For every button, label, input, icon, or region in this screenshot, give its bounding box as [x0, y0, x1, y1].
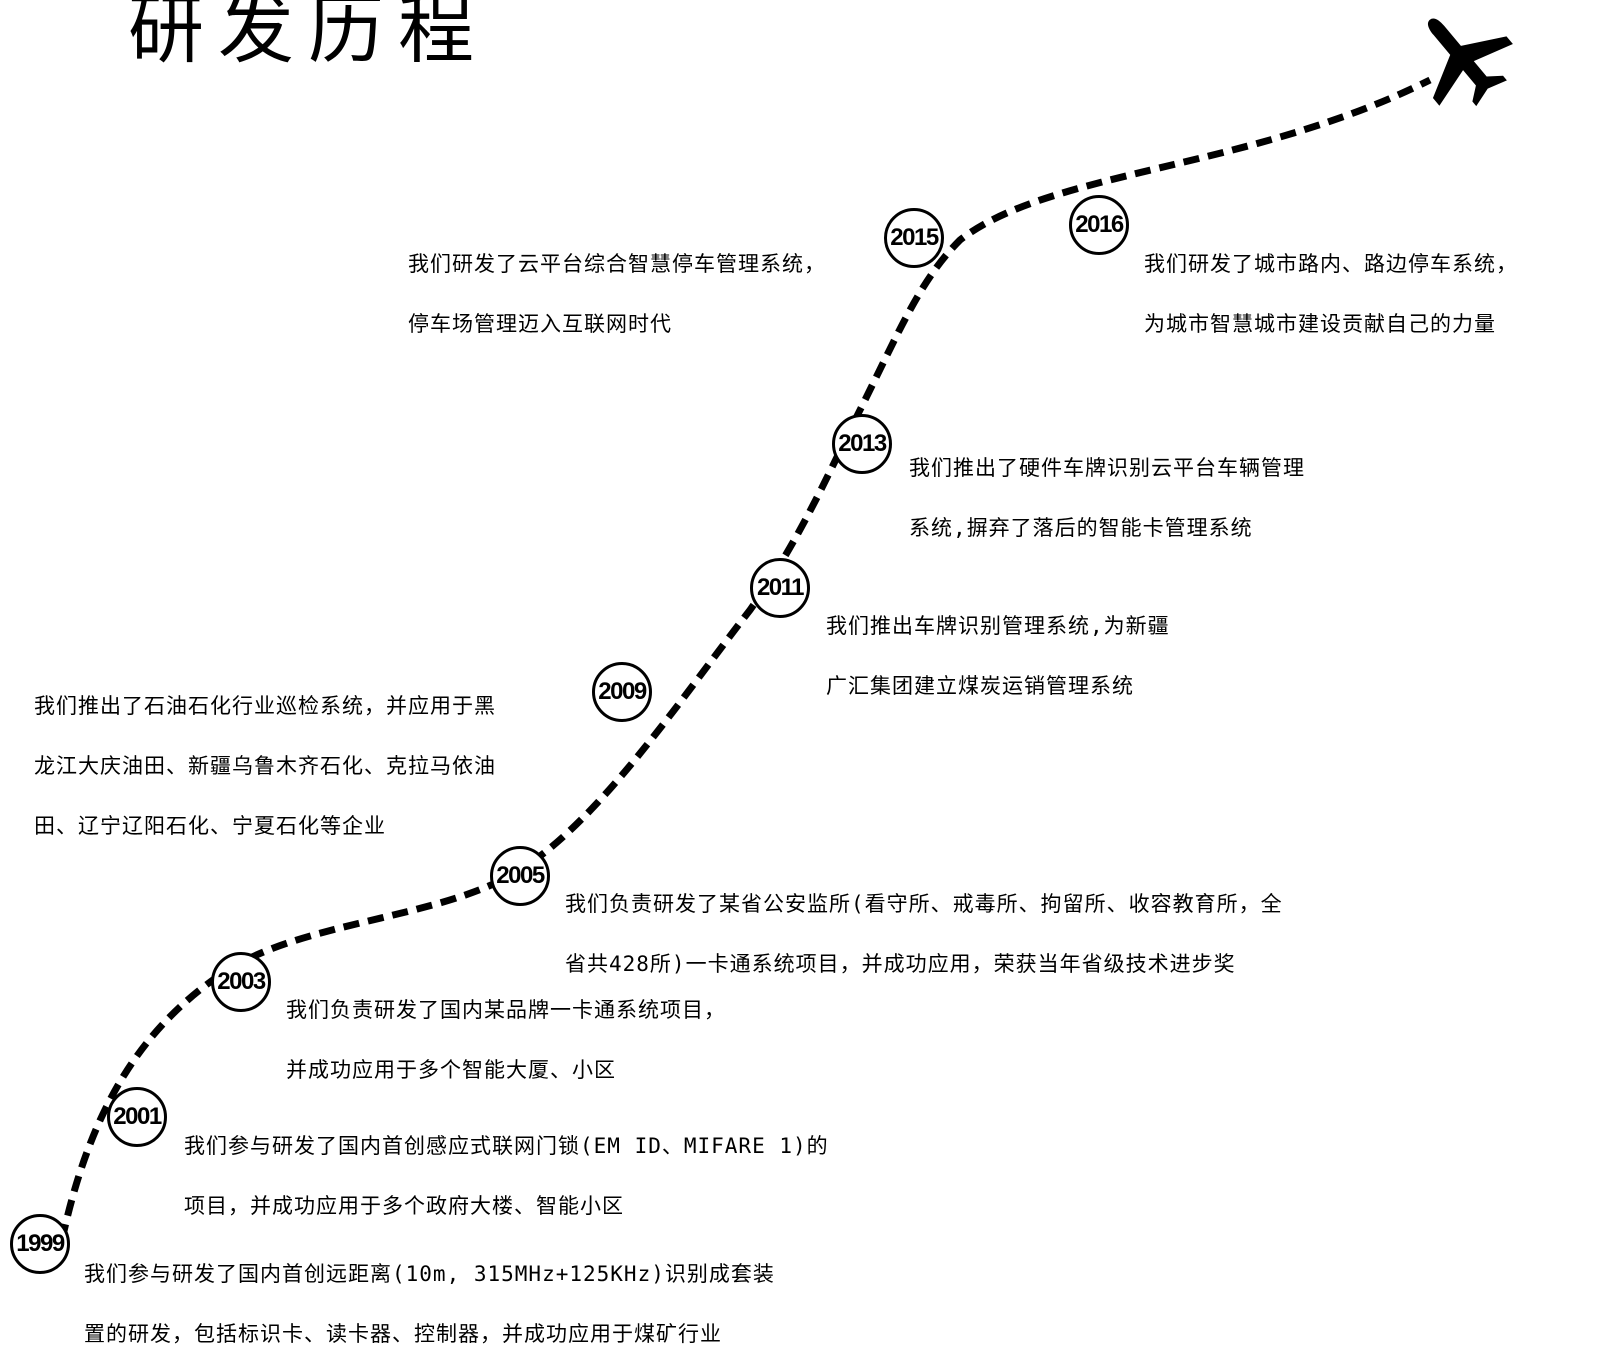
milestone-line: 我们参与研发了国内首创远距离(10m, 315MHz+125KHz)识别成套装 [84, 1262, 775, 1286]
year-badge-2001: 2001 [107, 1087, 167, 1147]
milestone-text-2009: 我们推出了石油石化行业巡检系统，并应用于黑 龙江大庆油田、新疆乌鲁木齐石化、克拉… [34, 656, 496, 856]
milestone-text-2011: 我们推出车牌识别管理系统,为新疆 广汇集团建立煤炭运销管理系统 [826, 576, 1170, 716]
milestone-line: 我们参与研发了国内首创感应式联网门锁(EM ID、MIFARE 1)的 [184, 1134, 829, 1158]
airplane-icon [1427, 18, 1513, 107]
milestone-line: 并成功应用于多个智能大厦、小区 [286, 1058, 616, 1082]
milestone-text-2013: 我们推出了硬件车牌识别云平台车辆管理 系统,摒弃了落后的智能卡管理系统 [909, 418, 1305, 558]
dashed-flight-path [58, 76, 1432, 1241]
milestone-line: 省共428所)一卡通系统项目，并成功应用，荣获当年省级技术进步奖 [565, 952, 1236, 976]
milestone-text-2005: 我们负责研发了某省公安监所(看守所、戒毒所、拘留所、收容教育所，全 省共428所… [565, 854, 1283, 994]
milestone-line: 龙江大庆油田、新疆乌鲁木齐石化、克拉马依油 [34, 754, 496, 778]
milestone-line: 我们研发了城市路内、路边停车系统， [1144, 252, 1518, 276]
milestone-line: 我们研发了云平台综合智慧停车管理系统， [408, 252, 826, 276]
year-badge-1999: 1999 [10, 1214, 70, 1274]
milestone-text-1999: 我们参与研发了国内首创远距离(10m, 315MHz+125KHz)识别成套装 … [84, 1224, 775, 1364]
milestone-text-2015: 我们研发了云平台综合智慧停车管理系统， 停车场管理迈入互联网时代 [408, 214, 826, 354]
year-badge-2003: 2003 [211, 952, 271, 1012]
milestone-line: 我们推出了硬件车牌识别云平台车辆管理 [909, 456, 1305, 480]
milestone-line: 我们负责研发了国内某品牌一卡通系统项目， [286, 998, 726, 1022]
milestone-line: 置的研发，包括标识卡、读卡器、控制器，并成功应用于煤矿行业 [84, 1322, 722, 1346]
year-badge-2015: 2015 [884, 208, 944, 268]
milestone-line: 停车场管理迈入互联网时代 [408, 312, 672, 336]
year-badge-2005: 2005 [490, 846, 550, 906]
milestone-text-2001: 我们参与研发了国内首创感应式联网门锁(EM ID、MIFARE 1)的 项目，并… [184, 1096, 829, 1236]
year-badge-2013: 2013 [832, 414, 892, 474]
year-badge-2009: 2009 [592, 662, 652, 722]
timeline-path [58, 18, 1513, 1241]
milestone-line: 我们推出车牌识别管理系统,为新疆 [826, 614, 1170, 638]
milestone-line: 我们负责研发了某省公安监所(看守所、戒毒所、拘留所、收容教育所，全 [565, 892, 1283, 916]
year-badge-2011: 2011 [750, 558, 810, 618]
milestone-line: 田、辽宁辽阳石化、宁夏石化等企业 [34, 814, 386, 838]
milestone-line: 我们推出了石油石化行业巡检系统，并应用于黑 [34, 694, 496, 718]
page-title: 研发历程 [128, 0, 488, 74]
milestone-line: 项目，并成功应用于多个政府大楼、智能小区 [184, 1194, 624, 1218]
milestone-line: 系统,摒弃了落后的智能卡管理系统 [909, 516, 1253, 540]
milestone-line: 为城市智慧城市建设贡献自己的力量 [1144, 312, 1496, 336]
year-badge-2016: 2016 [1069, 195, 1129, 255]
milestone-text-2016: 我们研发了城市路内、路边停车系统， 为城市智慧城市建设贡献自己的力量 [1144, 214, 1518, 354]
milestone-line: 广汇集团建立煤炭运销管理系统 [826, 674, 1134, 698]
milestone-text-2003: 我们负责研发了国内某品牌一卡通系统项目， 并成功应用于多个智能大厦、小区 [286, 960, 726, 1100]
